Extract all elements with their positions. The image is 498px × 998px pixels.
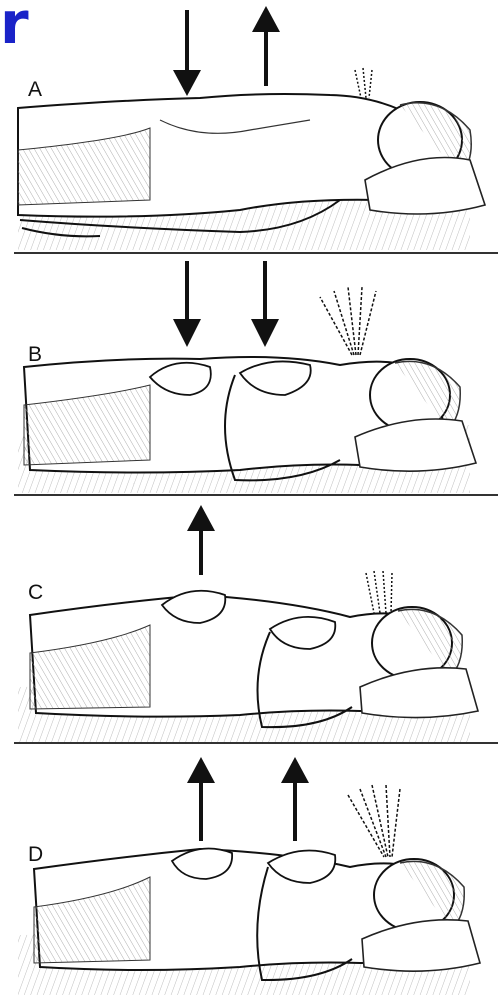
- panel-c-illustration: [0, 497, 498, 745]
- panel-d-illustration: [0, 745, 498, 998]
- panel-b-label: B: [28, 343, 42, 367]
- divider-c: [14, 742, 498, 744]
- panel-a-label: A: [28, 78, 42, 102]
- panel-a-illustration: [0, 0, 498, 255]
- divider-b: [14, 494, 498, 496]
- panel-d-label: D: [28, 843, 43, 867]
- panel-b: B: [0, 255, 498, 497]
- panel-c: C: [0, 497, 498, 745]
- panel-d: D: [0, 745, 498, 998]
- panel-c-label: C: [28, 581, 43, 605]
- panel-b-illustration: [0, 255, 498, 497]
- panel-a: A: [0, 0, 498, 255]
- divider-a: [14, 252, 498, 254]
